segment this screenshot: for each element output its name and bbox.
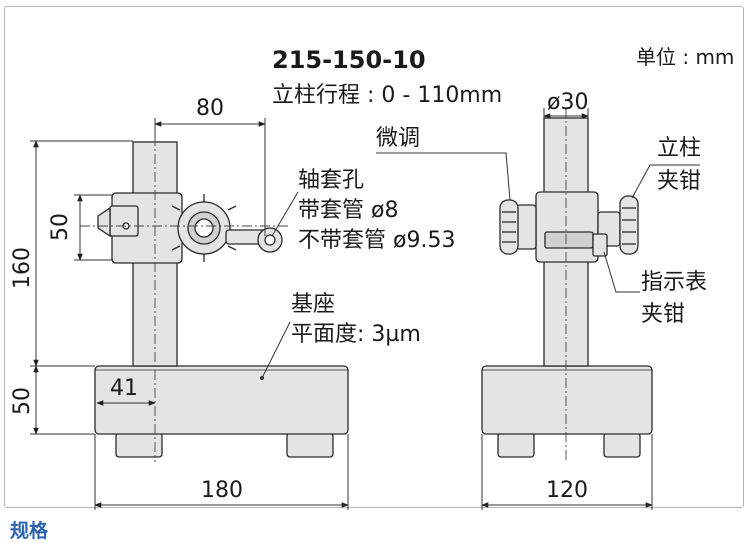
callout-fine-adjust: 微调 bbox=[376, 126, 421, 151]
model-number: 215-150-10 bbox=[272, 46, 426, 74]
section-label: 规格 bbox=[10, 520, 49, 542]
callout-without-sleeve: 不带套管 ø9.53 bbox=[298, 228, 456, 253]
callout-indicator-clamp-line1: 指示表 bbox=[641, 270, 708, 295]
side-base-foot-right bbox=[603, 432, 641, 458]
callout-base-line2: 平面度: 3µm bbox=[291, 322, 421, 347]
front-view bbox=[94, 141, 349, 458]
dim-41: 41 bbox=[110, 376, 138, 401]
unit-label: 单位 : mm bbox=[636, 45, 735, 69]
leader-spindle-hole bbox=[271, 191, 299, 237]
side-base bbox=[481, 365, 653, 435]
indicator-clamp bbox=[544, 231, 594, 249]
side-base-foot-left bbox=[497, 432, 535, 458]
column-clamp-knob bbox=[619, 195, 639, 255]
leader-column-clamp bbox=[631, 164, 700, 199]
side-dimension-lines bbox=[481, 108, 653, 510]
dim-80: 80 bbox=[196, 96, 224, 121]
leader-indicator-clamp bbox=[603, 251, 640, 293]
dim-180: 180 bbox=[201, 478, 243, 503]
side-clamp-block bbox=[535, 191, 599, 263]
leader-fine-adjust bbox=[376, 152, 511, 201]
dim-50-base: 50 bbox=[10, 387, 35, 415]
callout-with-sleeve: 带套管 ø8 bbox=[298, 198, 399, 223]
stroke-label: 立柱行程 : 0 - 110mm bbox=[272, 83, 503, 108]
dim-160: 160 bbox=[10, 247, 35, 289]
dim-dia-30: ø30 bbox=[547, 90, 589, 115]
callout-column-clamp-line2: 夹钳 bbox=[657, 169, 702, 194]
callout-indicator-clamp-line2: 夹钳 bbox=[641, 302, 686, 327]
front-base-foot-right bbox=[286, 432, 334, 458]
leader-base bbox=[261, 321, 291, 379]
callout-base-line1: 基座 bbox=[291, 292, 336, 317]
callout-spindle-hole: 轴套孔 bbox=[298, 168, 365, 193]
front-base bbox=[94, 365, 349, 435]
front-dimension-lines bbox=[30, 118, 349, 510]
fine-adjust-knob bbox=[499, 199, 519, 255]
dim-120: 120 bbox=[546, 478, 588, 503]
dim-50-clamp: 50 bbox=[48, 213, 73, 241]
callout-column-clamp-line1: 立柱 bbox=[657, 136, 702, 161]
